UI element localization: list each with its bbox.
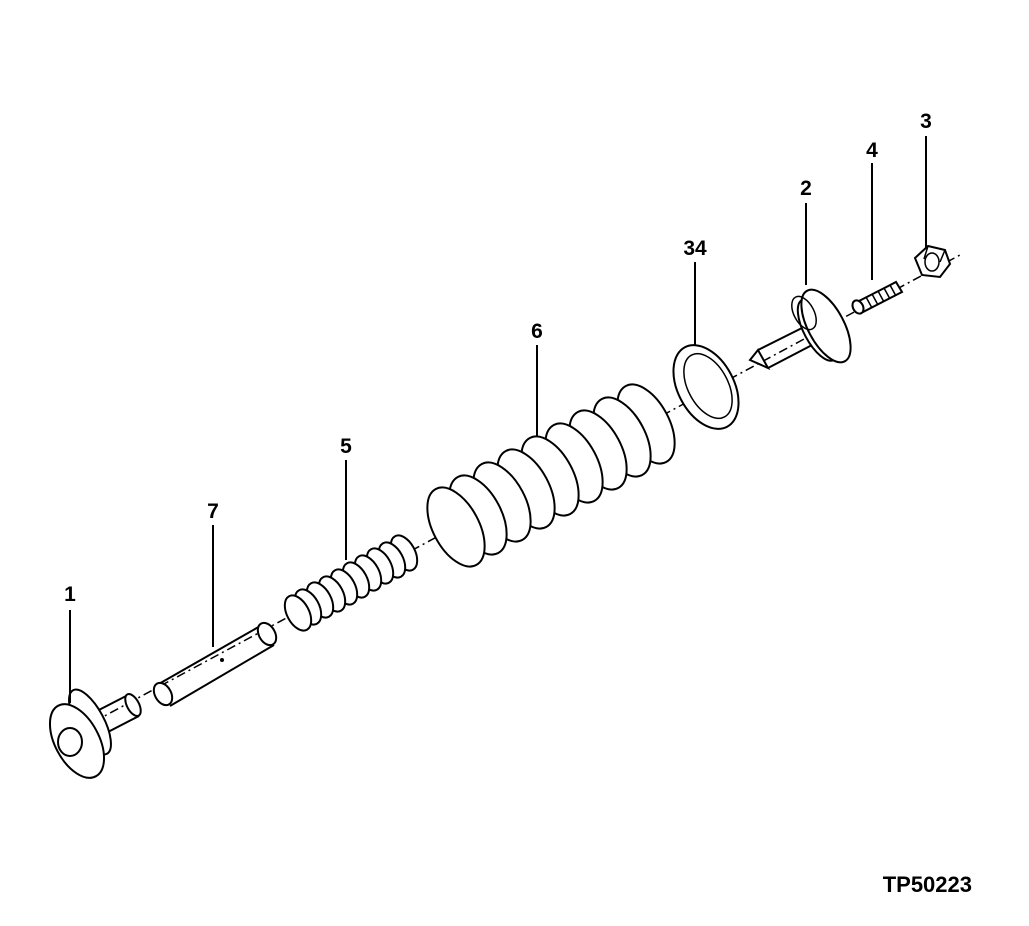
part-3-nut <box>913 244 952 279</box>
callout-34: 34 <box>683 237 707 260</box>
callout-5: 5 <box>340 435 352 458</box>
part-5-small-spring <box>283 534 419 632</box>
callout-1: 1 <box>64 583 76 606</box>
figure-id: TP50223 <box>883 872 972 897</box>
callout-7: 7 <box>207 500 219 523</box>
callout-6: 6 <box>531 320 543 343</box>
part-7-pin <box>152 621 278 707</box>
callout-4: 4 <box>866 139 878 162</box>
part-6-large-spring <box>426 383 676 568</box>
part-1-valve-head <box>48 688 142 779</box>
part-4-set-screw <box>851 280 904 315</box>
callout-3: 3 <box>920 110 932 133</box>
part-2-spring-seat <box>748 288 852 371</box>
callout-2: 2 <box>800 177 812 200</box>
part-34-washer <box>672 344 740 430</box>
